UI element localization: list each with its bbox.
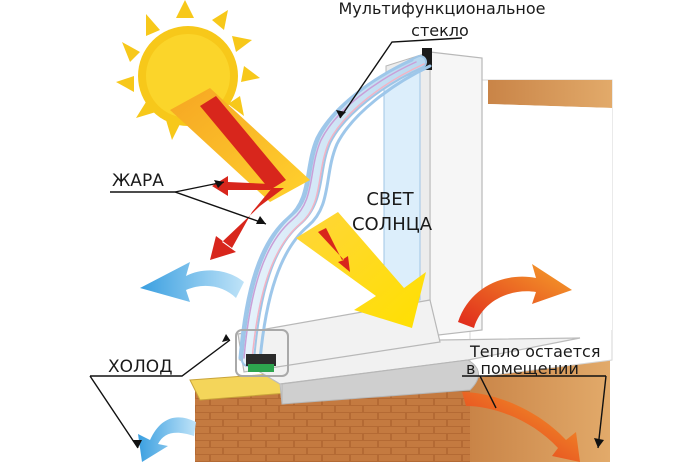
heat-label: ЖАРА [112,171,164,191]
leader-lines [89,37,607,449]
window-sill [238,337,581,405]
leader-arrowheads [132,110,604,448]
cold-label: ХОЛОД [108,357,172,377]
warm-arrows [458,264,580,462]
sunlight-label-line1: СВЕТ [366,189,414,210]
heat-arrows [200,96,350,272]
glass-label-line1: Мультифункциональное [338,0,545,18]
warm-label-line1: Тепло остается [469,342,600,361]
glass-spacer [235,329,289,377]
cold-arrows [138,262,244,462]
sunlight-label-line2: СОЛНЦА [352,214,433,235]
warm-label-line2: в помещении [466,359,579,378]
glass-label-line2: стекло [411,21,469,40]
